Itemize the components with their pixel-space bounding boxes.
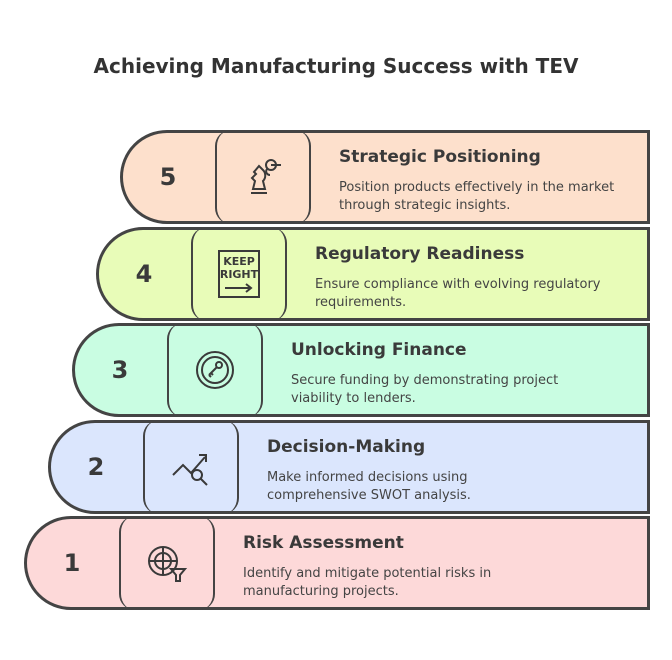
diagram-title: Achieving Manufacturing Success with TEV bbox=[93, 54, 579, 78]
step-description: Ensure compliance with evolving regulato… bbox=[315, 276, 601, 310]
step-number: 4 bbox=[135, 259, 153, 288]
radar-funnel-icon bbox=[119, 516, 215, 610]
step-row-5: 5 Strategic Positioning Position product… bbox=[120, 130, 650, 224]
svg-text:KEEP: KEEP bbox=[223, 255, 255, 268]
step-row-1: 1 Risk Assessment Identify and mitigate … bbox=[24, 516, 650, 610]
step-heading: Risk Assessment bbox=[243, 533, 404, 553]
step-description: Make informed decisions using comprehens… bbox=[267, 469, 471, 503]
step-number: 5 bbox=[159, 163, 177, 191]
step-number: 3 bbox=[111, 356, 129, 384]
step-row-2: 2 Decision-Making Make informed decision… bbox=[48, 419, 650, 514]
step-description: Identify and mitigate potential risks in… bbox=[243, 566, 492, 599]
analysis-magnifier-icon bbox=[143, 419, 239, 514]
step-heading: Strategic Positioning bbox=[339, 147, 541, 167]
step-heading: Decision-Making bbox=[267, 436, 426, 457]
step-row-3: 3 Unlocking Finance Secure funding by de… bbox=[72, 323, 650, 417]
svg-text:RIGHT: RIGHT bbox=[220, 268, 259, 281]
step-number: 2 bbox=[87, 452, 105, 481]
step-description: Secure funding by demonstrating project … bbox=[291, 373, 559, 406]
step-number: 1 bbox=[63, 549, 81, 577]
step-description: Position products effectively in the mar… bbox=[339, 180, 615, 213]
key-coin-icon bbox=[167, 323, 263, 417]
step-heading: Unlocking Finance bbox=[291, 340, 467, 360]
step-heading: Regulatory Readiness bbox=[315, 243, 525, 264]
chess-knight-icon bbox=[215, 130, 311, 224]
